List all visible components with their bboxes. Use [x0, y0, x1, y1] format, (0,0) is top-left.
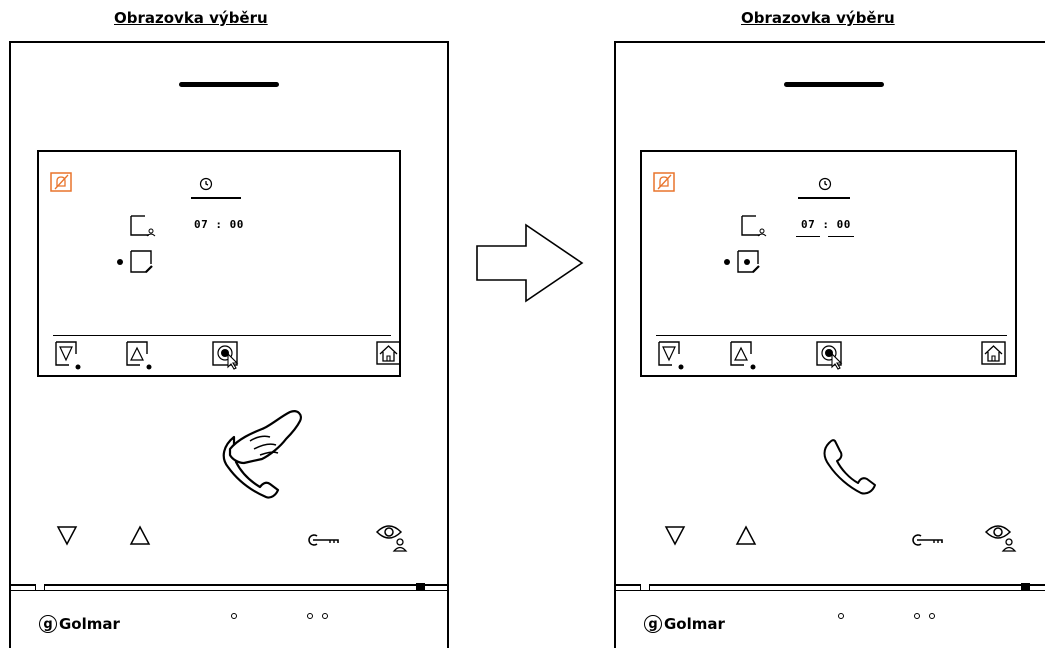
edit-option[interactable]: [117, 250, 155, 274]
status-led: [231, 613, 237, 619]
status-led: [914, 613, 920, 619]
clock-underline: [191, 197, 241, 199]
camera-user-icon[interactable]: [984, 520, 1018, 552]
right-monitor: 07 : 00: [614, 41, 1045, 648]
selection-bullet: [724, 259, 730, 265]
trim-mark-left: [35, 584, 45, 591]
brand-logo: g Golmar: [644, 615, 725, 633]
hour-selected-underline: [796, 236, 820, 237]
home-softkey-icon[interactable]: [980, 340, 1008, 368]
softkey-separator: [656, 335, 1007, 336]
up-arrow-icon[interactable]: [129, 524, 151, 546]
camera-user-icon[interactable]: [375, 520, 409, 552]
status-led: [307, 613, 313, 619]
brand-name: Golmar: [664, 615, 725, 633]
status-led: [929, 613, 935, 619]
clock-underline: [798, 197, 850, 199]
screen-option-icon[interactable]: [129, 215, 157, 237]
minute-selected-underline: [828, 236, 854, 237]
left-screen: 07 : 00: [37, 150, 401, 377]
right-screen: 07 : 00: [640, 150, 1017, 377]
status-led: [322, 613, 328, 619]
selection-bullet: [117, 259, 123, 265]
edit-option-icon[interactable]: [129, 250, 155, 274]
right-panel-title: Obrazovka výběru: [741, 9, 895, 27]
handset-press-icon[interactable]: [208, 407, 308, 501]
down-softkey-icon[interactable]: [54, 340, 84, 370]
brand-logo-mark: g: [644, 615, 662, 633]
trim-mark-left: [640, 584, 650, 591]
confirm-softkey-icon[interactable]: [211, 340, 247, 370]
up-arrow-icon[interactable]: [735, 524, 757, 546]
down-arrow-icon[interactable]: [664, 524, 686, 546]
time-value[interactable]: 07 : 00: [194, 218, 244, 231]
speaker-slot: [179, 82, 279, 87]
edit-option-icon-selected[interactable]: [736, 250, 762, 274]
status-indicator: [1021, 583, 1030, 590]
time-value[interactable]: 07 : 00: [801, 218, 851, 231]
softkey-separator: [53, 335, 391, 336]
door-key-icon[interactable]: [911, 532, 945, 548]
door-key-icon[interactable]: [307, 532, 341, 548]
handset-icon[interactable]: [819, 437, 881, 497]
do-not-disturb-icon[interactable]: [653, 172, 675, 192]
up-softkey-icon[interactable]: [125, 340, 155, 370]
left-monitor: 07 : 00: [9, 41, 449, 648]
left-panel-title: Obrazovka výběru: [114, 9, 268, 27]
speaker-slot: [784, 82, 884, 87]
transition-arrow: [476, 223, 584, 303]
brand-logo: g Golmar: [39, 615, 120, 633]
down-softkey-icon[interactable]: [657, 340, 687, 370]
do-not-disturb-icon[interactable]: [50, 172, 72, 192]
confirm-softkey-icon[interactable]: [815, 340, 851, 370]
brand-logo-mark: g: [39, 615, 57, 633]
device-trim-strip: [616, 583, 1045, 591]
clock-icon: [199, 177, 213, 191]
device-trim-strip: [11, 583, 447, 591]
brand-name: Golmar: [59, 615, 120, 633]
home-softkey-icon[interactable]: [375, 340, 403, 368]
down-arrow-icon[interactable]: [56, 524, 78, 546]
clock-icon: [818, 177, 832, 191]
screen-option-icon[interactable]: [740, 215, 768, 237]
status-indicator: [416, 583, 425, 590]
up-softkey-icon[interactable]: [729, 340, 759, 370]
status-led: [838, 613, 844, 619]
edit-option[interactable]: [724, 250, 762, 274]
